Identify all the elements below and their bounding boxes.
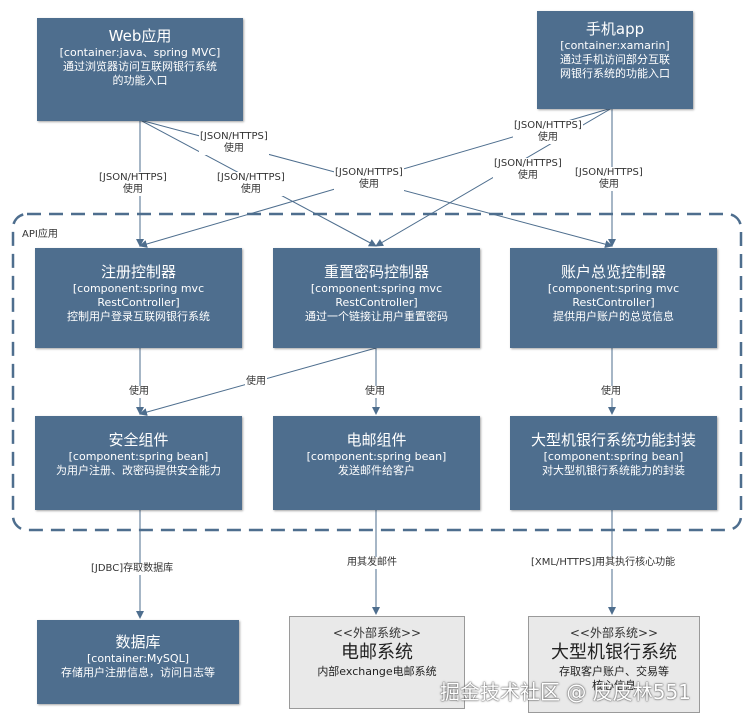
account-overview-controller-desc: 提供用户账户的总览信息 [553, 310, 674, 323]
database-tech: [container:MySQL] [87, 652, 189, 665]
boundary-label: API应用 [22, 229, 58, 240]
label-mobile-reg: [JSON/HTTPS]使用 [334, 167, 404, 191]
label-web-account: [JSON/HTTPS]使用 [199, 131, 269, 155]
label-reg-security: 使用 [128, 386, 150, 398]
account-overview-controller-box: 账户总览控制器 [component:spring mvc RestContro… [510, 248, 717, 348]
register-controller-tech-2: RestController] [97, 296, 180, 309]
mobile-app-desc-2: 网银行系统的功能入口 [560, 67, 670, 80]
mobile-app-desc-1: 通过手机访问部分互联 [560, 53, 670, 66]
database-box: 数据库 [container:MySQL] 存储用户注册信息，访问日志等 [37, 620, 239, 704]
external-email-title: 电邮系统 [341, 642, 413, 663]
reset-password-controller-title: 重置密码控制器 [323, 263, 429, 281]
mobile-app-box: 手机app [container:xamarin] 通过手机访问部分互联 网银行… [537, 11, 693, 109]
watermark: 掘金技术社区 @ 皮皮林551 [440, 680, 691, 704]
mainframe-component-tech: [component:spring bean] [543, 450, 684, 463]
security-component-desc: 为用户注册、改密码提供安全能力 [56, 464, 221, 477]
register-controller-desc: 控制用户登录互联网银行系统 [67, 310, 210, 323]
database-title: 数据库 [115, 633, 161, 651]
label-reset-security: 使用 [245, 376, 267, 388]
web-app-title: Web应用 [108, 27, 172, 45]
label-mainframe-ext: [XML/HTTPS]用其执行核心功能 [530, 557, 677, 569]
label-mobile-account: [JSON/HTTPS]使用 [574, 167, 644, 191]
email-component-box: 电邮组件 [component:spring bean] 发送邮件给客户 [273, 416, 480, 510]
label-mobile-reset: [JSON/HTTPS]使用 [493, 158, 563, 182]
label-mobile-reset-2: [JSON/HTTPS]使用 [513, 120, 583, 144]
external-bank-desc-1: 存取客户账户、交易等 [559, 665, 669, 678]
external-email-stereotype: <<外部系统>> [332, 626, 422, 640]
label-account-mainframe: 使用 [600, 386, 622, 398]
external-email-desc: 内部exchange电邮系统 [317, 665, 437, 678]
label-email-ext: 用其发邮件 [346, 557, 398, 569]
external-bank-title: 大型机银行系统 [551, 642, 677, 663]
web-app-box: Web应用 [container:java、spring MVC] 通过浏览器访… [37, 18, 243, 121]
security-component-tech: [component:spring bean] [68, 450, 209, 463]
label-web-reset: [JSON/HTTPS]使用 [216, 172, 286, 196]
mobile-app-title: 手机app [585, 20, 645, 38]
reset-password-controller-tech-2: RestController] [335, 296, 418, 309]
account-overview-controller-tech-1: [component:spring mvc [547, 282, 680, 295]
register-controller-box: 注册控制器 [component:spring mvc RestControll… [35, 248, 242, 348]
register-controller-title: 注册控制器 [100, 263, 176, 281]
mobile-app-tech: [container:xamarin] [560, 39, 670, 52]
account-overview-controller-tech-2: RestController] [572, 296, 655, 309]
register-controller-tech-1: [component:spring mvc [72, 282, 205, 295]
email-component-desc: 发送邮件给客户 [338, 464, 415, 477]
web-app-desc-1: 通过浏览器访问互联网银行系统 [63, 60, 217, 73]
security-component-box: 安全组件 [component:spring bean] 为用户注册、改密码提供… [35, 416, 242, 510]
database-desc: 存储用户注册信息，访问日志等 [61, 666, 215, 679]
label-security-db: [JDBC]存取数据库 [90, 563, 175, 575]
mainframe-component-box: 大型机银行系统功能封装 [component:spring bean] 对大型机… [510, 416, 717, 510]
external-bank-stereotype: <<外部系统>> [569, 626, 659, 640]
account-overview-controller-title: 账户总览控制器 [560, 263, 666, 281]
label-web-reg: [JSON/HTTPS]使用 [98, 172, 168, 196]
email-component-tech: [component:spring bean] [306, 450, 447, 463]
web-app-tech: [container:java、spring MVC] [59, 46, 221, 59]
mainframe-component-title: 大型机银行系统功能封装 [530, 431, 696, 449]
reset-password-controller-tech-1: [component:spring mvc [310, 282, 443, 295]
external-email-system-box: <<外部系统>> 电邮系统 内部exchange电邮系统 [289, 616, 465, 709]
mainframe-component-desc: 对大型机银行系统能力的封装 [542, 464, 685, 477]
security-component-title: 安全组件 [108, 431, 169, 449]
reset-password-controller-box: 重置密码控制器 [component:spring mvc RestContro… [273, 248, 480, 348]
external-mainframe-bank-box: <<外部系统>> 大型机银行系统 存取客户账户、交易等 核心信息 [528, 616, 700, 713]
label-reset-email: 使用 [364, 386, 386, 398]
email-component-title: 电邮组件 [346, 431, 407, 449]
api-boundary [11, 212, 743, 532]
reset-password-controller-desc: 通过一个链接让用户重置密码 [305, 310, 448, 323]
web-app-desc-2: 的功能入口 [112, 74, 168, 87]
external-bank-desc-2: 核心信息 [592, 679, 636, 692]
